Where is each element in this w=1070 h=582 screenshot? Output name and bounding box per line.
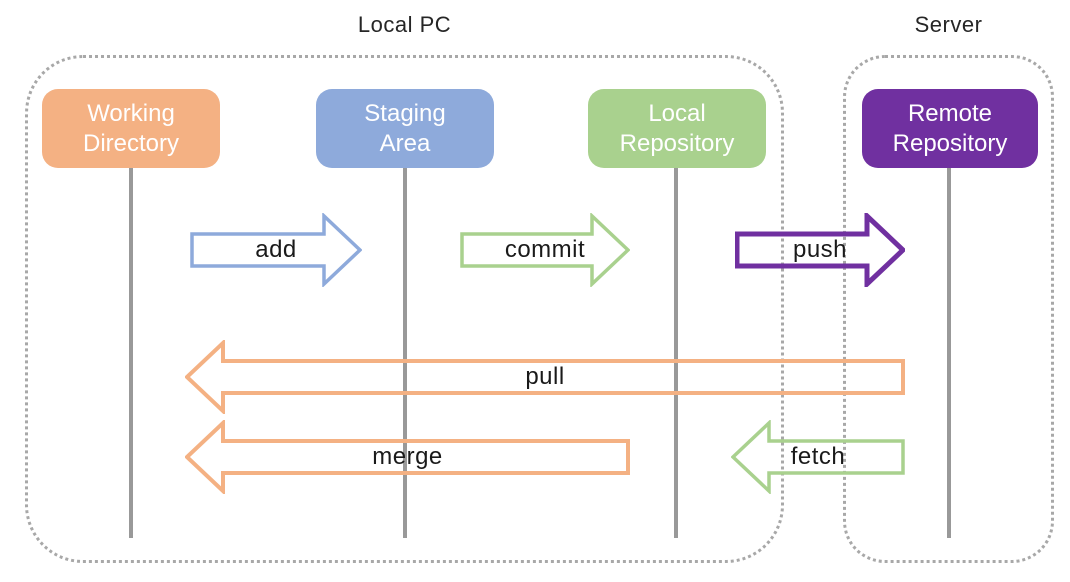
arrow-pull: pull bbox=[185, 340, 905, 414]
arrow-push: push bbox=[735, 213, 905, 287]
node-label-line: Remote bbox=[907, 99, 993, 127]
node-label-line: Working bbox=[87, 99, 175, 127]
arrow-commit: commit bbox=[460, 213, 630, 287]
arrow-add: add bbox=[190, 213, 362, 287]
lifeline-working-directory bbox=[129, 168, 133, 538]
lifeline-local-repository bbox=[674, 168, 678, 538]
node-label-line: Area bbox=[379, 129, 431, 157]
left-arrow-icon bbox=[731, 420, 905, 494]
lifeline-staging-area bbox=[403, 168, 407, 538]
node-label-line: Repository bbox=[892, 129, 1008, 157]
node-label-line: Local bbox=[648, 99, 706, 127]
left-arrow-icon bbox=[185, 340, 905, 414]
node-staging-area: Staging Area bbox=[316, 89, 494, 168]
node-local-repository: Local Repository bbox=[588, 89, 766, 168]
node-label-line: Directory bbox=[82, 129, 179, 157]
lifeline-remote-repository bbox=[947, 168, 951, 538]
arrow-merge: merge bbox=[185, 420, 630, 494]
node-working-directory: Working Directory bbox=[42, 89, 220, 168]
local-pc-title: Local PC bbox=[357, 12, 452, 37]
local-pc-group-border bbox=[25, 55, 784, 563]
node-remote-repository: Remote Repository bbox=[862, 89, 1038, 168]
right-arrow-icon bbox=[190, 213, 362, 287]
server-group-border bbox=[843, 55, 1054, 563]
server-title: Server bbox=[914, 12, 983, 37]
node-label-line: Repository bbox=[619, 129, 735, 157]
right-arrow-icon bbox=[735, 213, 905, 287]
right-arrow-icon bbox=[460, 213, 630, 287]
node-label-line: Staging bbox=[364, 99, 446, 127]
left-arrow-icon bbox=[185, 420, 630, 494]
arrow-fetch: fetch bbox=[731, 420, 905, 494]
